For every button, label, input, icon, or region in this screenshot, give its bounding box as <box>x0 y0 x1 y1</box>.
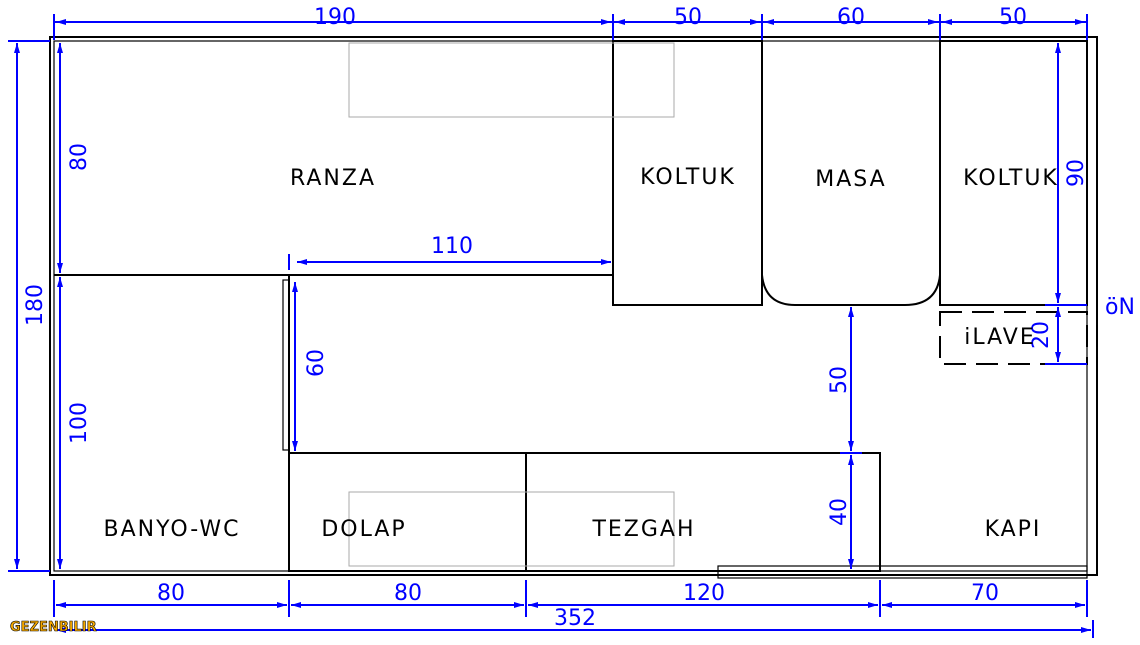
logo: GEZENBILIR <box>10 620 97 635</box>
dim-bottom-2: 80 <box>394 581 422 606</box>
dim-top-2: 50 <box>674 5 702 30</box>
label-tezgah: TEZGAH <box>591 517 695 542</box>
dimension-labels: 190 50 60 50 180 80 100 110 60 50 40 90 … <box>23 5 1089 631</box>
dim-left-total: 180 <box>23 284 48 326</box>
walls <box>49 36 1098 579</box>
window-top <box>348 42 675 118</box>
bathroom-door <box>282 279 290 451</box>
dim-top-4: 50 <box>999 5 1027 30</box>
dim-left-lower: 100 <box>67 402 92 444</box>
dim-koltuk-depth: 90 <box>1064 159 1089 187</box>
window-bottom <box>348 491 675 567</box>
room-labels: RANZA KOLTUK MASA KOLTUK iLAVE BANYO-WC … <box>104 165 1135 542</box>
dim-bottom-4: 70 <box>971 581 999 606</box>
dim-bottom-1: 80 <box>157 581 185 606</box>
koltuk-right-outline <box>939 40 1088 306</box>
dim-ilave-depth: 20 <box>1029 321 1054 349</box>
dim-top-3: 60 <box>837 5 865 30</box>
dim-left-upper: 80 <box>67 143 92 171</box>
dim-top-1: 190 <box>314 5 356 30</box>
koltuk-left-outline <box>612 40 763 306</box>
dim-door: 60 <box>304 349 329 377</box>
entry-step <box>717 565 1088 579</box>
label-masa: MASA <box>815 167 886 192</box>
ilave-outline <box>939 311 1088 365</box>
counter-outline <box>288 452 881 572</box>
dim-aisle: 50 <box>827 366 852 394</box>
dimension-lines <box>8 14 1094 638</box>
label-ilave: iLAVE <box>964 325 1035 350</box>
label-kapi: KAPI <box>985 517 1042 542</box>
label-banyo: BANYO-WC <box>104 517 241 542</box>
label-koltuk-right: KOLTUK <box>963 166 1059 191</box>
label-ranza: RANZA <box>290 166 376 191</box>
dim-bottom-3: 120 <box>683 581 725 606</box>
dim-total-length: 352 <box>554 606 596 631</box>
label-dolap: DOLAP <box>321 517 406 542</box>
masa-outline <box>761 274 941 306</box>
label-koltuk-left: KOLTUK <box>640 165 736 190</box>
dim-ranza-inner: 110 <box>431 234 473 259</box>
dim-counter-depth: 40 <box>827 498 852 526</box>
orientation-front-label: öN <box>1105 295 1135 320</box>
